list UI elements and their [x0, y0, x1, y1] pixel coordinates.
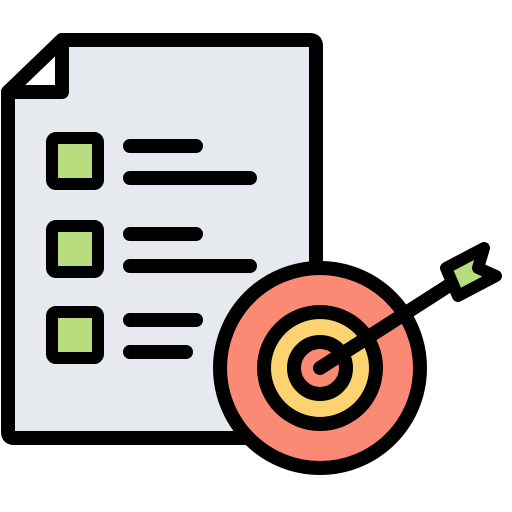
- checkbox-icon: [46, 132, 104, 190]
- checklist-item: [46, 220, 257, 278]
- arrow-shaft: [313, 279, 455, 375]
- document-fold: [1, 33, 69, 99]
- arrow-icon: [313, 242, 502, 375]
- arrow-fletching: [440, 242, 502, 302]
- checkbox-icon: [46, 306, 104, 364]
- checklist-item: [46, 132, 257, 190]
- checkbox-icon: [46, 220, 104, 278]
- checklist-item: [46, 306, 203, 364]
